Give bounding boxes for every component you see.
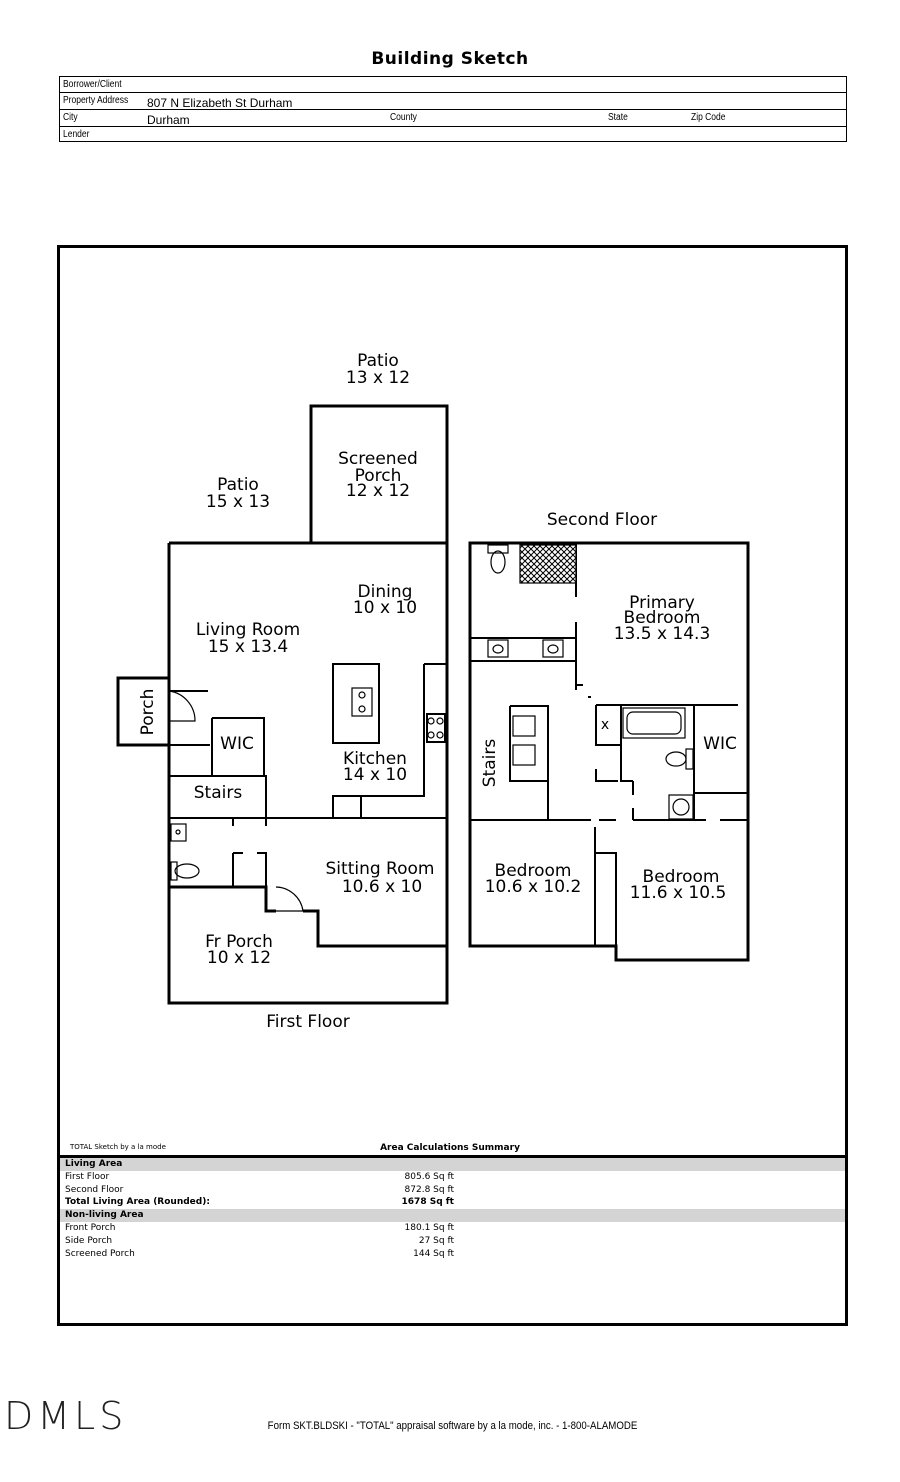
- side-porch-label: Porch: [138, 689, 158, 736]
- stairs-second-label: Stairs: [480, 739, 500, 788]
- patio-left-name: Patio: [217, 475, 259, 495]
- dining-name: Dining: [358, 582, 413, 602]
- living-area-header: Living Area: [60, 1158, 845, 1171]
- summary-title: Area Calculations Summary: [380, 1143, 520, 1153]
- bedroom-right-size: 11.6 x 10.5: [630, 883, 727, 903]
- primary-bedroom-size: 13.5 x 14.3: [614, 624, 711, 644]
- stove: [426, 713, 446, 743]
- screened-porch-size: 12 x 12: [346, 481, 410, 501]
- kitchen-name: Kitchen: [343, 749, 407, 769]
- lender-row: Lender: [60, 127, 846, 143]
- bedroom-left-size: 10.6 x 10.2: [485, 877, 582, 897]
- closet-mark: x: [601, 717, 609, 733]
- stair-rail: [512, 715, 536, 737]
- header-table: Borrower/Client Property Address 807 N E…: [59, 76, 847, 142]
- form-footer: Form SKT.BLDSKI - "TOTAL" appraisal soft…: [267, 1420, 638, 1432]
- sink-second-icon: [668, 794, 694, 820]
- screened-porch-line2: Porch: [355, 466, 402, 486]
- kitchen-counter: [332, 795, 362, 819]
- dining-size: 10 x 10: [353, 598, 417, 618]
- second-floor-label: Second Floor: [547, 510, 657, 530]
- primary-bedroom-line2: Bedroom: [624, 608, 701, 628]
- address-label: Property Address: [63, 95, 129, 106]
- patio-top-size: 13 x 12: [346, 368, 410, 388]
- sitting-room-name: Sitting Room: [326, 859, 435, 879]
- vanity-sink-1: [487, 639, 509, 658]
- toilet-first-icon: [174, 863, 200, 879]
- front-porch-size: 10 x 12: [207, 948, 271, 968]
- summary-row: First Floor 805.6 Sq ft: [65, 1171, 454, 1182]
- sink-icon: [351, 687, 373, 717]
- borrower-row: Borrower/Client: [60, 77, 846, 93]
- stairs-first-label: Stairs: [194, 783, 243, 803]
- county-label: County: [390, 112, 417, 123]
- kitchen-size: 14 x 10: [343, 765, 407, 785]
- summary-row: Screened Porch 144 Sq ft: [65, 1248, 454, 1259]
- sitting-room-size: 10.6 x 10: [342, 877, 422, 897]
- burner-icon: [427, 717, 435, 725]
- bedroom-right-name: Bedroom: [643, 867, 720, 887]
- bedroom-left-name: Bedroom: [495, 861, 572, 881]
- toilet-second-2-icon: [665, 751, 687, 767]
- borrower-label: Borrower/Client: [63, 79, 122, 90]
- side-door-swing: [168, 690, 196, 722]
- sketch-credit: TOTAL Sketch by a la mode: [70, 1143, 166, 1151]
- primary-bedroom-line1: Primary: [629, 593, 695, 613]
- sketch-frame: [57, 245, 848, 1326]
- first-floor-label: First Floor: [266, 1012, 349, 1032]
- second-floor-interior: [470, 543, 748, 960]
- living-room-size: 15 x 13.4: [208, 637, 288, 657]
- nonliving-area-header: Non-living Area: [60, 1209, 845, 1222]
- first-floor-walls: [116, 404, 449, 1005]
- shower-icon: [519, 544, 577, 584]
- zip-label: Zip Code: [691, 112, 726, 123]
- state-label: State: [608, 112, 628, 123]
- summary-row: Front Porch 180.1 Sq ft: [65, 1222, 454, 1233]
- screened-porch-line1: Screened: [338, 449, 418, 469]
- front-door-swing: [275, 886, 304, 912]
- patio-top-name: Patio: [357, 351, 399, 371]
- summary-row: Second Floor 872.8 Sq ft: [65, 1184, 454, 1195]
- toilet-second-icon: [490, 550, 506, 574]
- address-row: Property Address 807 N Elizabeth St Durh…: [60, 93, 846, 110]
- area-summary: Living Area First Floor 805.6 Sq ft Seco…: [60, 1155, 845, 1260]
- page-title: Building Sketch: [371, 49, 529, 69]
- sink-bath-icon: [170, 823, 187, 842]
- mls-watermark: DMLS: [4, 1394, 128, 1438]
- lender-label: Lender: [63, 129, 90, 140]
- wic-first-label: WIC: [220, 734, 254, 754]
- city-row: City Durham County State Zip Code: [60, 110, 846, 127]
- wic-second-label: WIC: [703, 734, 737, 754]
- side-porch-walls: [116, 676, 171, 747]
- total-living-row: Total Living Area (Rounded): 1678 Sq ft: [65, 1197, 454, 1208]
- city-label: City: [63, 112, 78, 123]
- city-value: Durham: [147, 113, 190, 127]
- floor-plan-sketch: Patio 13 x 12 Patio 15 x 13 Screened Por…: [116, 351, 750, 1032]
- address-value: 807 N Elizabeth St Durham: [147, 96, 293, 110]
- patio-left-size: 15 x 13: [206, 492, 270, 512]
- summary-row: Side Porch 27 Sq ft: [65, 1235, 454, 1246]
- vanity-sink-2: [542, 639, 564, 658]
- living-room-name: Living Room: [196, 620, 300, 640]
- first-floor-interior: [169, 663, 447, 887]
- bathtub-icon: [622, 707, 686, 739]
- front-porch-name: Fr Porch: [205, 932, 273, 952]
- kitchen-island: [332, 663, 380, 744]
